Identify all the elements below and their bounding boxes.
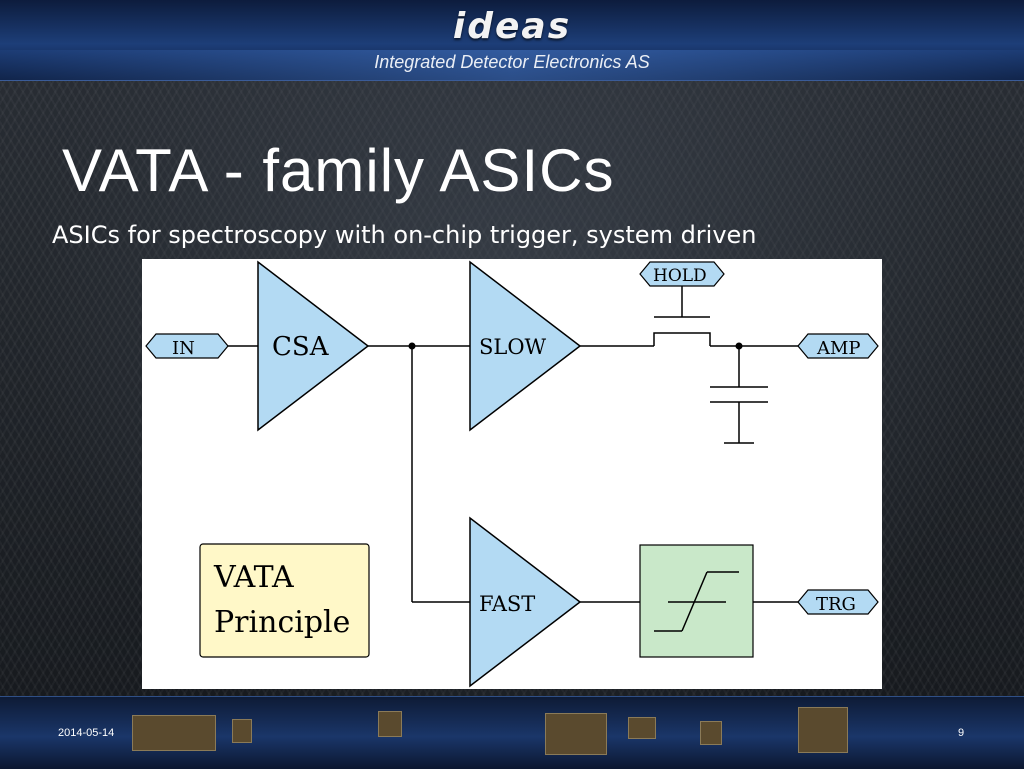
- hold-switch: [653, 332, 711, 346]
- wires: [228, 283, 798, 603]
- hysteresis-icon: [654, 571, 739, 632]
- in-label: IN: [172, 338, 195, 359]
- csa-label: CSA: [272, 332, 330, 362]
- chip-image-6: [700, 721, 722, 745]
- amp-pin: [797, 333, 879, 359]
- slide-title: VATA - family ASICs: [62, 137, 615, 204]
- trg-pin: [797, 589, 879, 615]
- fast-label: FAST: [479, 592, 535, 616]
- footer-banner: [0, 696, 1024, 769]
- in-pin: [145, 333, 229, 359]
- chip-image-1: [132, 715, 216, 751]
- company-name: Integrated Detector Electronics AS: [374, 52, 650, 72]
- header-band: [0, 50, 1024, 80]
- principle-line1: VATA: [213, 560, 294, 595]
- ideas-logo: ideas: [452, 6, 572, 47]
- chip-image-7: [798, 707, 848, 753]
- amp-label: AMP: [816, 338, 861, 359]
- chip-image-2: [232, 719, 252, 743]
- chip-image-3: [378, 711, 402, 737]
- fast-shaper: [469, 516, 582, 688]
- slide-date: 2014-05-14: [58, 727, 115, 739]
- trg-label: TRG: [816, 594, 856, 615]
- page-number: 9: [958, 727, 965, 739]
- hold-label: HOLD: [653, 266, 707, 286]
- vata-diagram-svg: CSA SLOW FAST IN HOLD AMP TRG VATA Princ…: [145, 260, 879, 688]
- chip-image-4: [545, 713, 607, 755]
- slide-subtitle: ASICs for spectroscopy with on-chip trig…: [52, 221, 757, 249]
- slow-shaper: [469, 260, 582, 432]
- junction-dot-cap: [735, 342, 743, 350]
- chip-image-5: [628, 717, 656, 739]
- junction-dot-csa: [408, 342, 416, 350]
- slow-label: SLOW: [479, 335, 547, 359]
- principle-line2: Principle: [214, 605, 350, 640]
- discriminator-box: [639, 544, 754, 658]
- hold-pin: [639, 261, 725, 287]
- csa-amplifier: [257, 260, 370, 432]
- header-banner: ideas Integrated Detector Electronics AS: [0, 0, 1024, 81]
- vata-diagram: CSA SLOW FAST IN HOLD AMP TRG VATA Princ…: [142, 259, 882, 689]
- principle-note: [199, 543, 370, 658]
